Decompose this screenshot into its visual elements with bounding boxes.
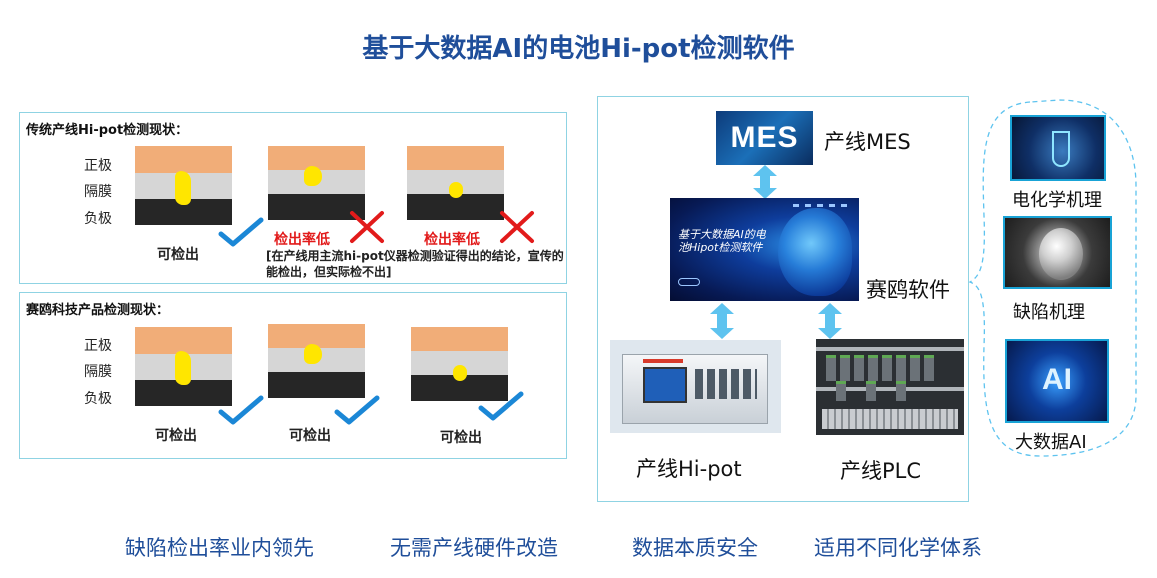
hipot-instrument-image	[610, 340, 781, 433]
ai-logo-text: AI	[1042, 363, 1072, 396]
verification-note: [在产线用主流hi-pot仪器检测验证得出的结论，宣传的能检出，但实际检不出]	[266, 249, 564, 279]
check-icon	[478, 391, 524, 421]
cell-stack	[411, 327, 508, 401]
traditional-heading: 传统产线Hi-pot检测现状：	[26, 123, 189, 138]
side-label-chemistry: 电化学机理	[1012, 190, 1102, 211]
layer-label-positive: 正极	[84, 338, 112, 354]
software-screen-text: 基于大数据AI的电池Hipot检测软件	[678, 228, 766, 254]
double-arrow-icon	[818, 303, 842, 339]
page-title: 基于大数据AI的电池Hi-pot检测软件	[362, 34, 795, 64]
case-caption: 可检出	[440, 430, 482, 446]
layer-label-separator: 隔膜	[84, 184, 112, 200]
check-icon	[334, 395, 380, 425]
case-caption: 可检出	[157, 247, 199, 263]
defect-particle-icon	[1003, 216, 1112, 289]
mes-logo-text: MES	[730, 121, 799, 154]
software-screen-button	[678, 278, 700, 286]
cell-stack	[135, 327, 232, 406]
cell-stack	[268, 324, 365, 398]
case-caption: 可检出	[289, 428, 331, 444]
cell-stack	[407, 146, 504, 220]
footer-benefit: 无需产线硬件改造	[390, 536, 558, 560]
double-arrow-icon	[710, 303, 734, 339]
double-arrow-icon	[753, 165, 777, 199]
footer-benefit: 缺陷检出率业内领先	[125, 536, 314, 560]
case-caption: 可检出	[155, 428, 197, 444]
side-label-ai: 大数据AI	[1015, 432, 1087, 453]
system-architecture-box	[597, 96, 969, 502]
cross-icon	[350, 211, 384, 243]
plc-cabinet-image	[816, 339, 964, 435]
cross-icon	[500, 211, 534, 243]
defect-particle	[453, 365, 467, 381]
mes-logo-image: MES	[716, 111, 813, 165]
dashed-connector	[968, 99, 1137, 457]
plc-label: 产线PLC	[840, 459, 922, 483]
ai-chip-icon: AI	[1005, 339, 1109, 423]
cell-stack	[135, 146, 232, 225]
check-icon	[218, 395, 264, 425]
layer-label-negative: 负极	[84, 391, 112, 407]
saiou-panel: 赛鸥科技产品检测现状： 正极 隔膜 负极 可检出 可检出 可检出	[19, 292, 567, 459]
layer-label-positive: 正极	[84, 158, 112, 174]
ai-head-graphic	[778, 208, 852, 296]
footer-benefit: 适用不同化学体系	[814, 536, 982, 560]
case-caption: 检出率低	[424, 232, 480, 248]
traditional-panel: 传统产线Hi-pot检测现状： 正极 隔膜 负极 可检出 检出率低 检出率低 […	[19, 112, 567, 284]
saiou-heading: 赛鸥科技产品检测现状：	[26, 303, 170, 318]
case-caption: 检出率低	[274, 232, 330, 248]
defect-particle	[175, 351, 191, 385]
software-screenshot: 基于大数据AI的电池Hipot检测软件	[670, 198, 859, 301]
footer-benefit: 数据本质安全	[632, 536, 758, 560]
mes-label: 产线MES	[824, 130, 911, 154]
nav-dots	[793, 204, 853, 207]
layer-label-negative: 负极	[84, 211, 112, 227]
check-icon	[218, 217, 264, 247]
layer-label-separator: 隔膜	[84, 364, 112, 380]
defect-particle	[304, 166, 322, 186]
defect-particle	[175, 171, 191, 205]
chemistry-flask-icon	[1010, 115, 1106, 181]
software-label: 赛鸥软件	[866, 278, 950, 302]
cell-stack	[268, 146, 365, 220]
hipot-label: 产线Hi-pot	[636, 457, 742, 481]
defect-particle	[449, 182, 463, 198]
side-label-defect: 缺陷机理	[1013, 302, 1085, 323]
defect-particle	[304, 344, 322, 364]
